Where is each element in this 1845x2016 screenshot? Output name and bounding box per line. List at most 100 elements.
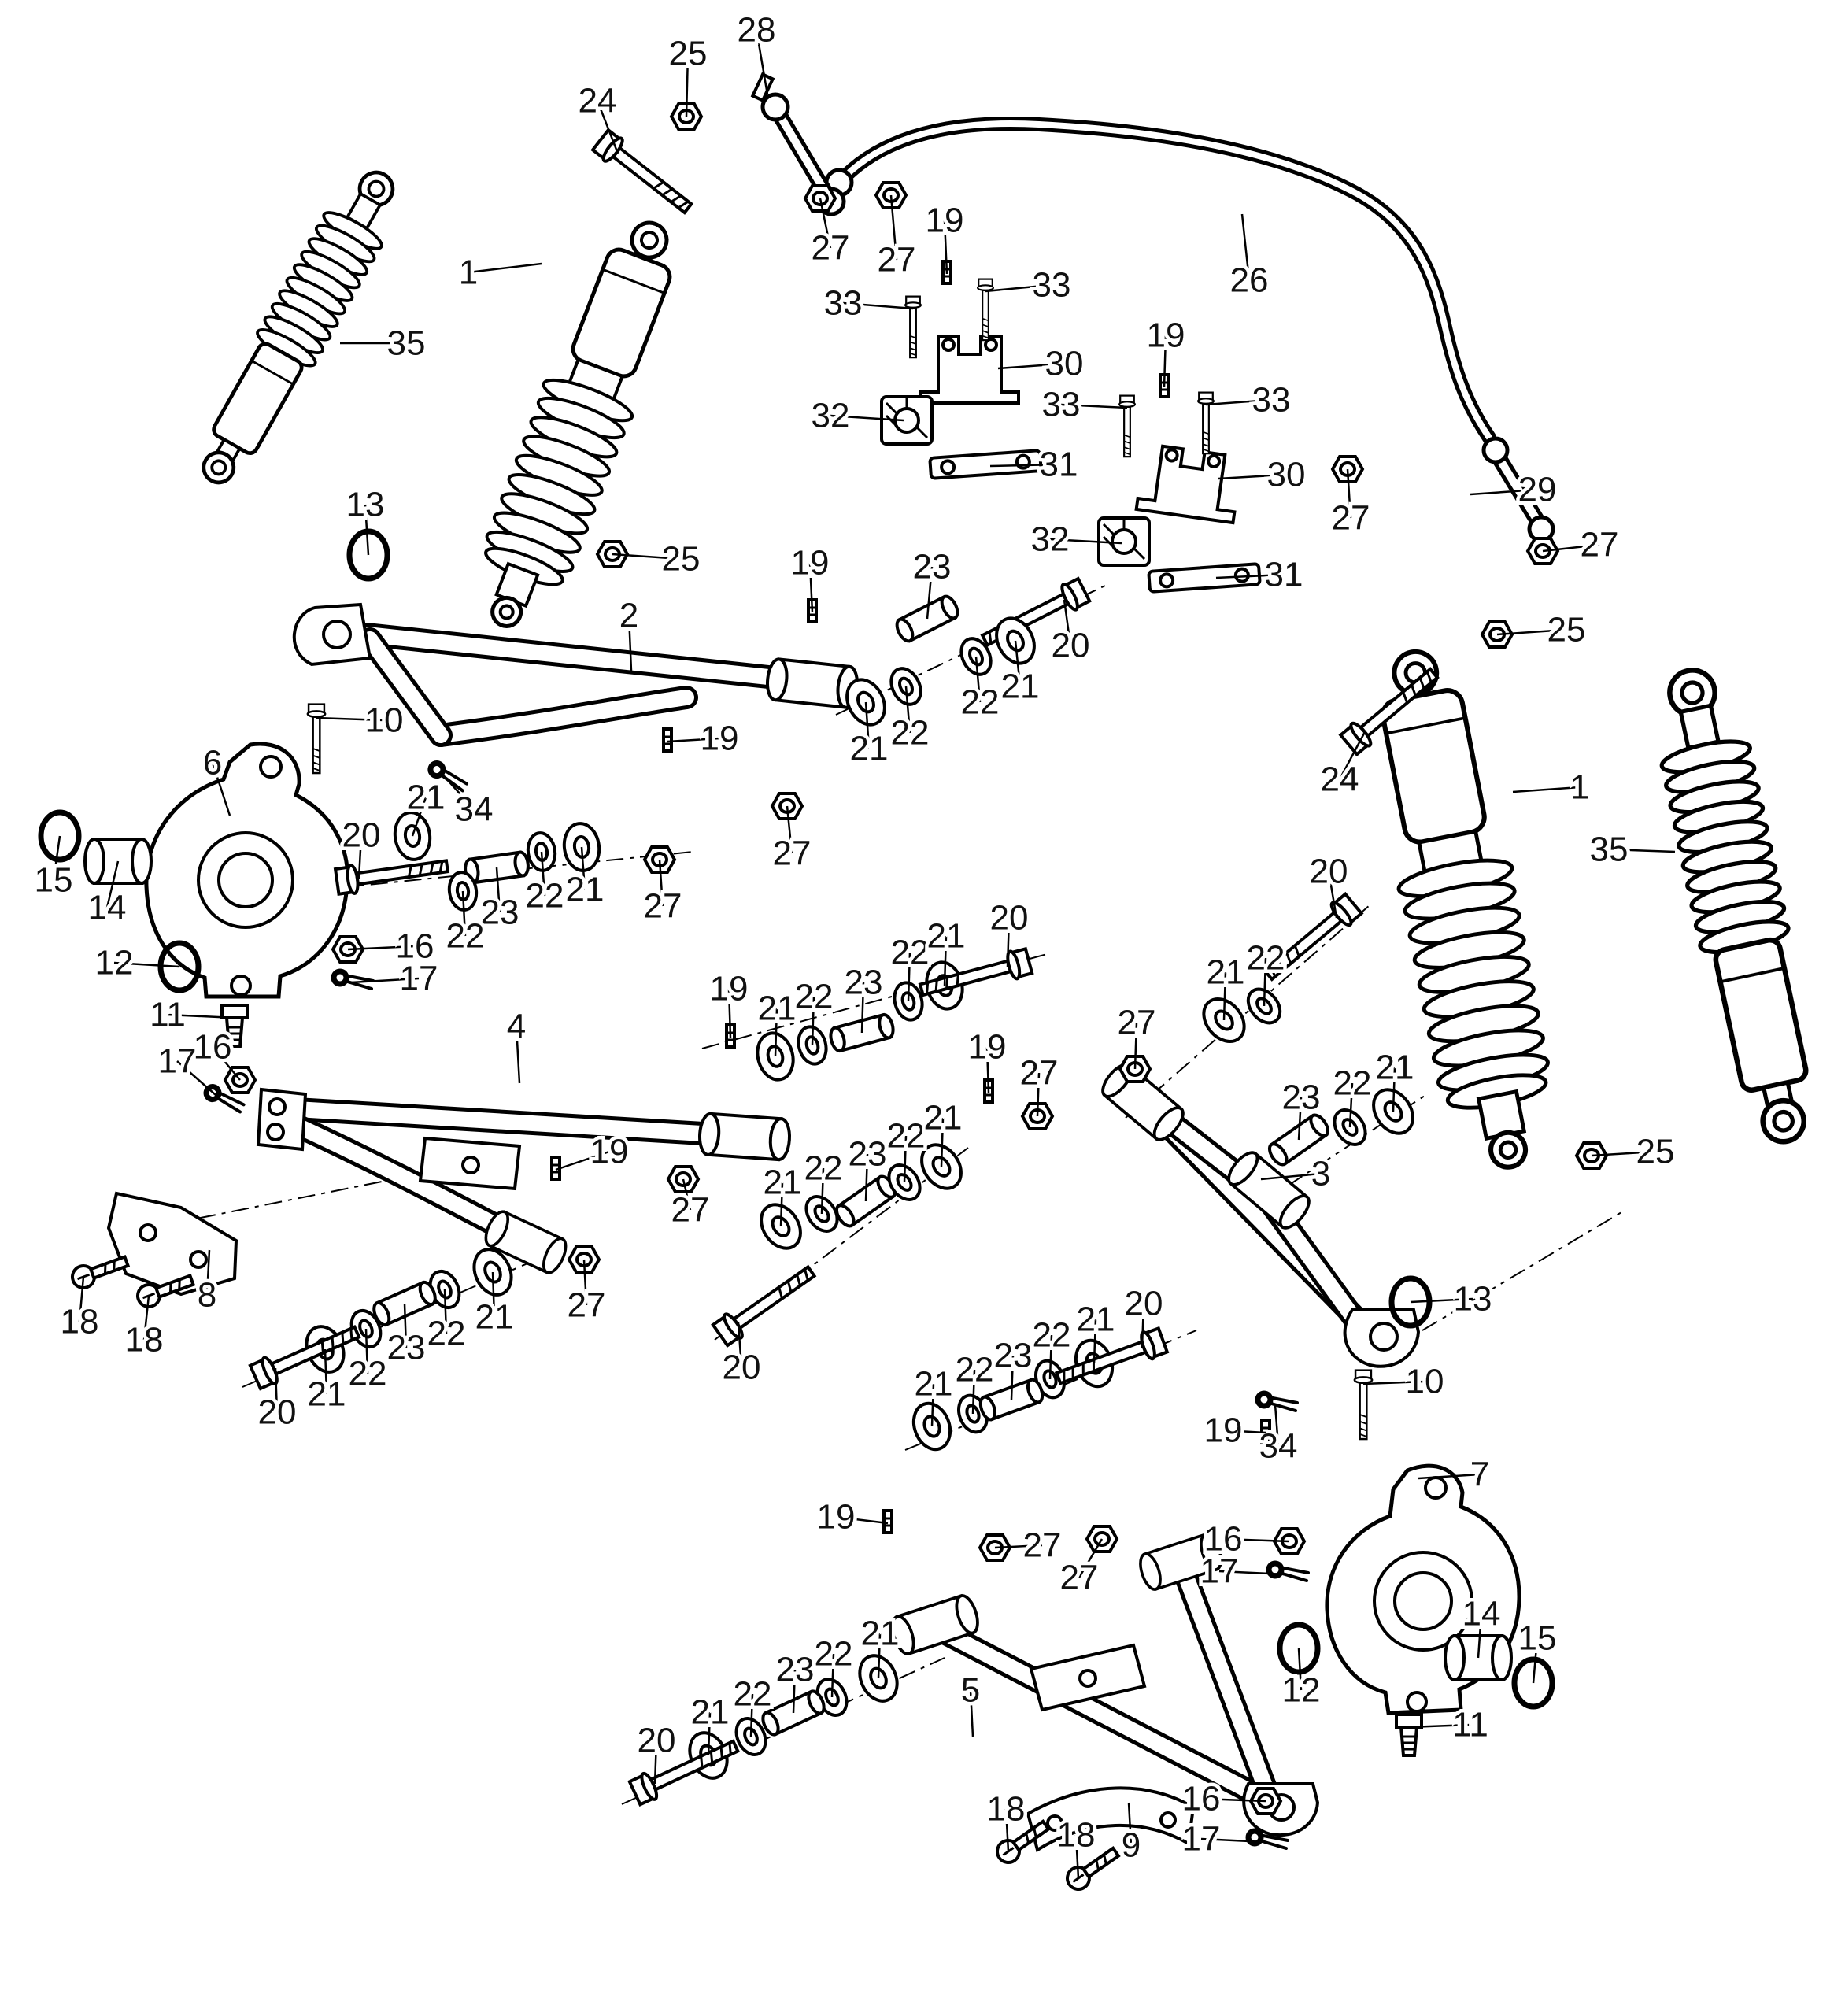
leader-line [1215, 573, 1285, 579]
callout-29: 29 [1518, 471, 1557, 509]
leader-line [364, 504, 370, 556]
callout-20: 20 [638, 1722, 676, 1760]
leader-line [707, 1711, 712, 1756]
leader-line [403, 1303, 408, 1348]
assembly-axis [1125, 904, 1370, 1119]
callout-11: 11 [1452, 1706, 1488, 1744]
callout-24: 24 [579, 82, 617, 120]
leader-line [682, 1178, 692, 1211]
callout-10: 10 [365, 701, 404, 740]
leader-line [667, 737, 720, 743]
callout-3: 3 [1311, 1155, 1330, 1193]
callout-19: 19 [590, 1133, 629, 1171]
callout-22: 22 [446, 917, 485, 956]
callout-26: 26 [1230, 261, 1269, 300]
leader-line [212, 1046, 241, 1081]
callout-23: 23 [776, 1651, 815, 1689]
leader-line [1222, 971, 1227, 1021]
leader-line [1205, 398, 1272, 406]
leader-line [596, 100, 619, 154]
leader-line [737, 1322, 743, 1368]
leader-line [1163, 335, 1167, 388]
callout-23: 23 [481, 893, 519, 932]
callout-27: 27 [568, 1286, 606, 1325]
leader-line [1591, 1150, 1656, 1157]
leader-line [1410, 1297, 1473, 1304]
callout-27: 27 [671, 1191, 710, 1230]
leader-line [1141, 1303, 1145, 1348]
callout-21: 21 [1001, 668, 1040, 706]
leader-line [1338, 730, 1367, 780]
callout-33: 33 [824, 284, 863, 323]
callout-19: 19 [791, 544, 830, 583]
callout-27: 27 [812, 229, 850, 268]
callout-16: 16 [396, 927, 434, 966]
bolt10-icon [308, 705, 325, 773]
callout-22: 22 [815, 1635, 853, 1674]
callout-17: 17 [400, 960, 438, 998]
callout-17: 17 [158, 1042, 197, 1081]
callout-23: 23 [994, 1337, 1033, 1375]
leader-line [1327, 871, 1338, 919]
pin-icon [882, 1509, 893, 1534]
cotter-icon [1258, 1393, 1297, 1411]
leader-line [974, 656, 982, 703]
callout-15: 15 [1518, 1619, 1557, 1658]
callout-21: 21 [764, 1163, 802, 1202]
leader-line [324, 1348, 328, 1395]
leader-line [1127, 1802, 1133, 1846]
leader-line [515, 1026, 521, 1084]
callout-21: 21 [861, 1615, 900, 1653]
callout-20: 20 [723, 1348, 761, 1387]
callout-19: 19 [1204, 1411, 1243, 1450]
leader-line [167, 1013, 235, 1019]
callout-15: 15 [35, 861, 73, 900]
leader-line [1346, 468, 1352, 519]
leader-line [1074, 1834, 1080, 1879]
pin-icon [662, 727, 673, 753]
leader-line [1477, 1613, 1483, 1659]
callout-33: 33 [1033, 266, 1071, 305]
callout-2: 2 [619, 597, 638, 635]
leader-line [1218, 473, 1287, 480]
leader-line [842, 301, 914, 310]
boltv-icon [905, 297, 921, 358]
leader-line [1133, 1022, 1138, 1070]
leader-line [749, 1693, 754, 1737]
leader-line [727, 988, 732, 1038]
callout-16: 16 [1204, 1520, 1243, 1559]
leader-line [811, 996, 815, 1046]
callout-20: 20 [1052, 627, 1090, 665]
callout-27: 27 [1020, 1054, 1059, 1093]
callout-18: 18 [987, 1790, 1026, 1829]
leader-line [176, 1060, 223, 1101]
leader-line [926, 566, 934, 620]
callout-21: 21 [308, 1375, 346, 1414]
leader-line [889, 194, 898, 261]
leader-line [994, 1544, 1043, 1549]
leader-line [1542, 543, 1600, 553]
leader-line [582, 1259, 588, 1306]
callout-17: 17 [1200, 1552, 1239, 1591]
leader-line [78, 1276, 85, 1322]
part-sway-link-left [750, 72, 846, 216]
leader-line [830, 1653, 835, 1698]
callout-14: 14 [1462, 1595, 1501, 1633]
leader-line [997, 362, 1065, 370]
screw-icon [68, 1249, 132, 1293]
part-sway-bushing-1 [880, 395, 934, 446]
leader-line [653, 1740, 658, 1785]
part-sway-plate-2 [1147, 562, 1262, 594]
callout-31: 31 [1265, 556, 1303, 594]
cotter-icon [334, 971, 373, 989]
part-upper-arm-right [1096, 1058, 1421, 1368]
callout-17: 17 [1182, 1820, 1221, 1859]
callout-21: 21 [407, 779, 446, 817]
leader-line [940, 1117, 945, 1167]
callout-23: 23 [1282, 1078, 1321, 1117]
leader-line [1532, 1637, 1539, 1684]
callout-35: 35 [1590, 830, 1629, 869]
leader-line [347, 945, 416, 951]
leader-line [835, 1515, 889, 1525]
boltv-icon [1198, 393, 1214, 454]
